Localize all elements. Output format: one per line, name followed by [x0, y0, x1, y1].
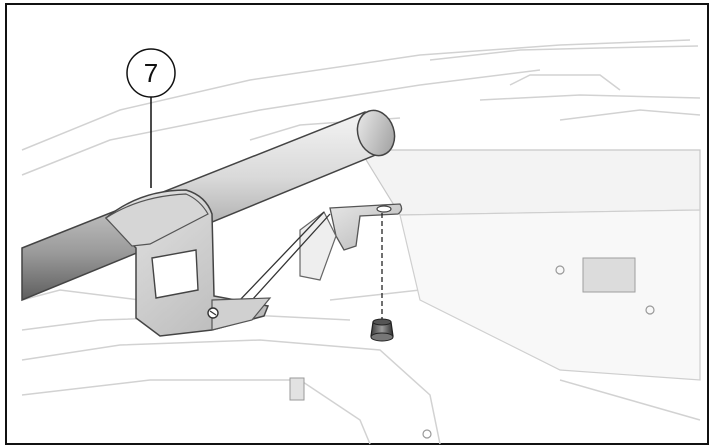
callout-7: 7 — [126, 48, 176, 188]
vehicle-panel-fills — [289, 149, 701, 439]
callout-label: 7 — [144, 58, 158, 88]
tube-bracket — [104, 189, 272, 337]
callout-circle — [126, 48, 176, 98]
nut — [370, 318, 394, 342]
rear-mount-plate — [299, 203, 403, 281]
